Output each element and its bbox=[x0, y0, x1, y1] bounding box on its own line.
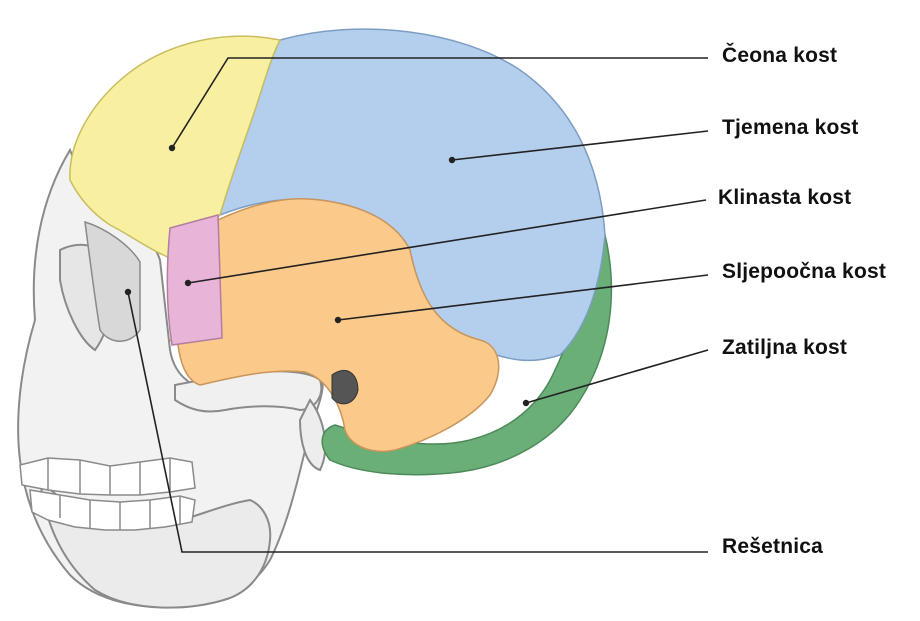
label-parietal-bone: Tjemena kost bbox=[722, 116, 859, 140]
ear-canal bbox=[332, 370, 358, 403]
label-occipital-bone: Zatiljna kost bbox=[722, 336, 847, 360]
label-sphenoid-bone: Klinasta kost bbox=[718, 186, 851, 210]
label-temporal-bone: Sljepoočna kost bbox=[722, 260, 886, 284]
label-ethmoid-bone: Rešetnica bbox=[722, 535, 823, 559]
label-frontal-bone: Čeona kost bbox=[722, 44, 837, 68]
sphenoid-bone bbox=[167, 215, 222, 345]
